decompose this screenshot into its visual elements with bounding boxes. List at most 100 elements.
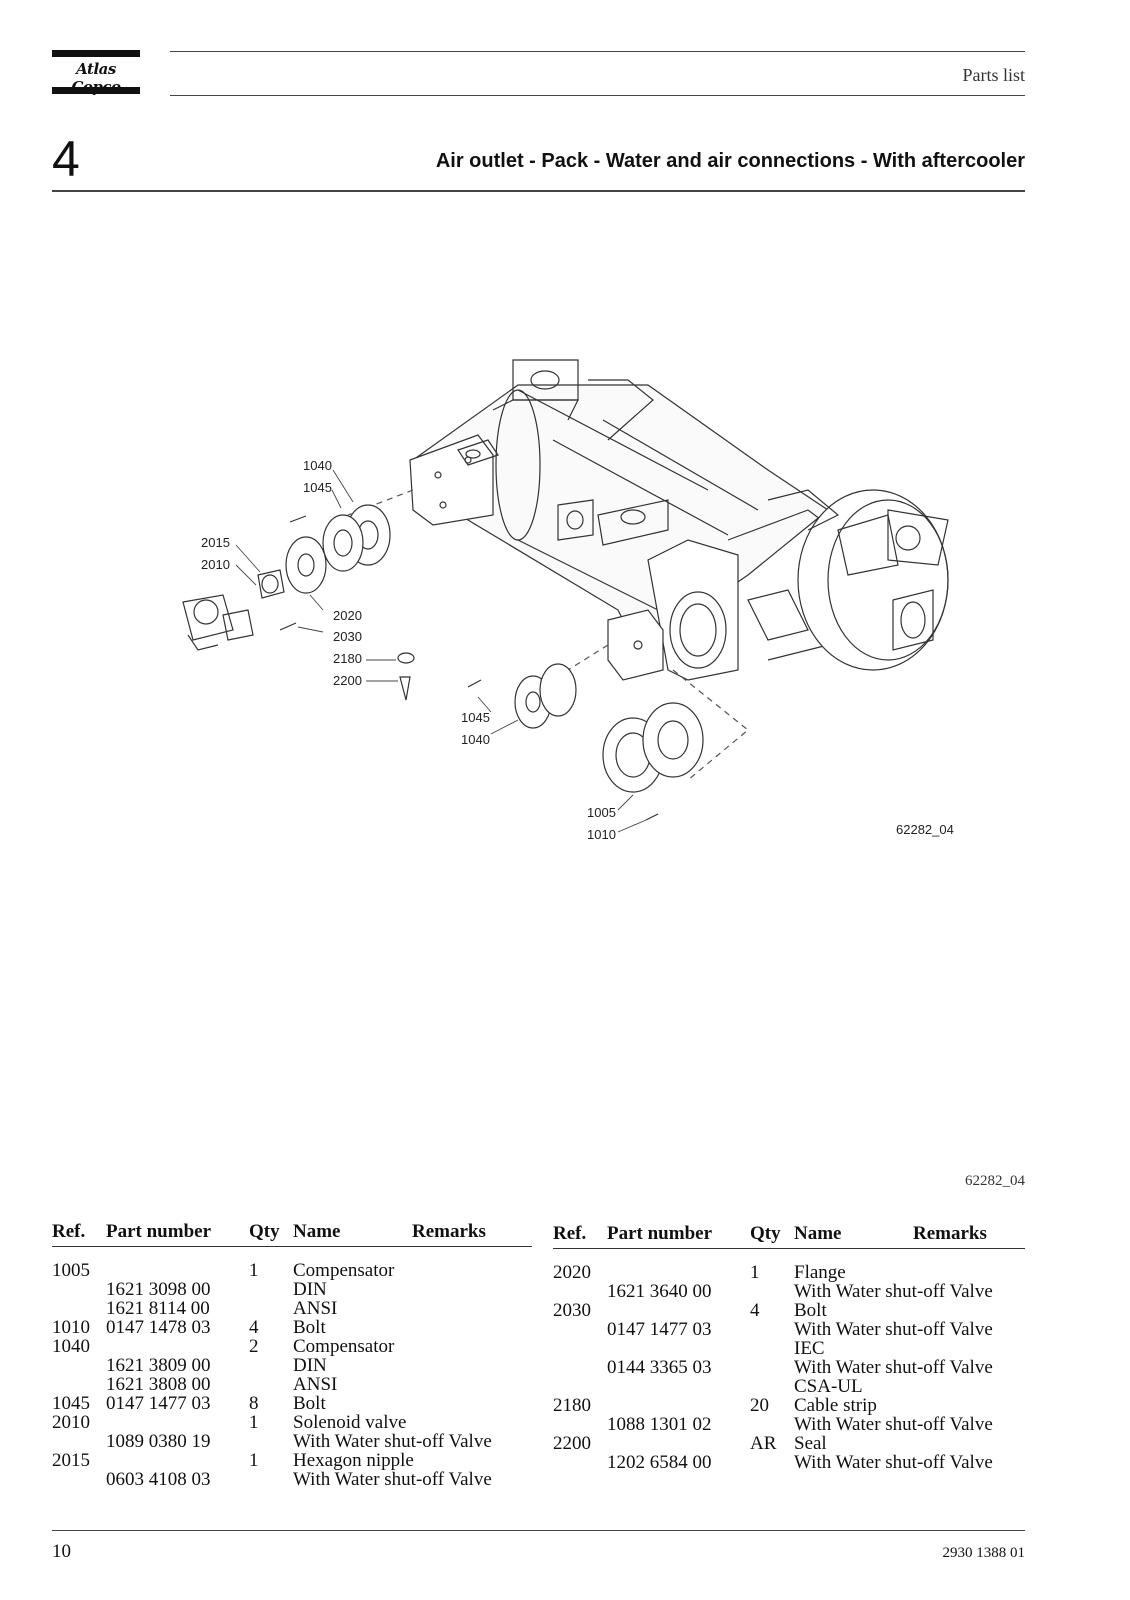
cell-name: DIN [293, 1355, 327, 1376]
table-row: 1621 8114 00 ANSI [52, 1299, 532, 1318]
cell-ref: 1045 [52, 1393, 90, 1414]
logo-bar-top [52, 50, 140, 57]
table-row: IEC [553, 1339, 1025, 1358]
cell-part-number: 1088 1301 02 [607, 1414, 712, 1435]
header-part-number: Part number [607, 1223, 713, 1244]
cell-name: Flange [794, 1262, 846, 1283]
header-ref: Ref. [553, 1223, 587, 1244]
title-rule [52, 190, 1025, 192]
table-row: 2010 1 Solenoid valve [52, 1413, 532, 1432]
compressor-element [607, 489, 949, 681]
header-remarks: Remarks [412, 1221, 486, 1242]
cell-name: DIN [293, 1279, 327, 1300]
cell-qty: AR [750, 1433, 777, 1454]
cell-name: Solenoid valve [293, 1412, 407, 1433]
callout-1040-lower: 1040 [461, 732, 490, 747]
cell-name: IEC [794, 1338, 825, 1359]
drawing-id-label: 62282_04 [896, 822, 954, 837]
section-label: Parts list [962, 65, 1025, 85]
cell-name: Hexagon nipple [293, 1450, 414, 1471]
cell-part-number: 1202 6584 00 [607, 1452, 712, 1473]
document-number: 2930 1388 01 [942, 1545, 1026, 1561]
cell-qty: 1 [249, 1260, 259, 1281]
header-part-number: Part number [106, 1221, 212, 1242]
callout-2200: 2200 [333, 673, 362, 688]
cell-qty: 1 [750, 1262, 760, 1283]
exploded-parts-drawing: 1040 1045 2015 2010 2020 2030 2180 2200 … [48, 340, 1024, 890]
cell-name: With Water shut-off Valve [794, 1414, 993, 1435]
cell-name: Seal [794, 1433, 827, 1454]
cell-ref: 1010 [52, 1317, 90, 1338]
cell-part-number: 0144 3365 03 [607, 1357, 712, 1378]
header-ref: Ref. [52, 1221, 86, 1242]
table-row: 1088 1301 02 With Water shut-off Valve [553, 1415, 1025, 1434]
cell-name: Bolt [293, 1317, 326, 1338]
cell-part-number: 1621 3098 00 [106, 1279, 211, 1300]
cell-ref: 2180 [553, 1395, 591, 1416]
header-name: Name [293, 1221, 341, 1242]
table-header: Ref. Part number Qty Name Remarks [553, 1222, 1025, 1249]
cell-part-number: 1621 3809 00 [106, 1355, 211, 1376]
header-qty: Qty [249, 1221, 280, 1242]
table-row: 2200 AR Seal [553, 1434, 1025, 1453]
parts-table-right: Ref. Part number Qty Name Remarks 2020 1 F… [553, 1222, 1025, 1472]
table-row: 1621 3808 00 ANSI [52, 1375, 532, 1394]
cell-name: ANSI [293, 1374, 338, 1395]
cell-ref: 2015 [52, 1450, 90, 1471]
header-rule-top [170, 51, 1025, 52]
header-qty: Qty [750, 1223, 781, 1244]
callout-2010: 2010 [201, 557, 230, 572]
cell-part-number: 0603 4108 03 [106, 1469, 211, 1490]
cell-name: With Water shut-off Valve [794, 1281, 993, 1302]
header-name: Name [794, 1223, 842, 1244]
table-row: 0603 4108 03 With Water shut-off Valve [52, 1470, 532, 1489]
section-number: 4 [52, 131, 80, 187]
callout-1045-lower: 1045 [461, 710, 490, 725]
cell-name: With Water shut-off Valve [794, 1319, 993, 1340]
cell-part-number: 0147 1477 03 [607, 1319, 712, 1340]
cell-qty: 1 [249, 1412, 259, 1433]
cell-name: With Water shut-off Valve [293, 1431, 492, 1452]
cell-ref: 2020 [553, 1262, 591, 1283]
callout-2015: 2015 [201, 535, 230, 550]
aftercooler-assembly [409, 359, 830, 641]
cell-qty: 8 [249, 1393, 259, 1414]
cell-name: ANSI [293, 1298, 338, 1319]
cell-part-number: 1621 8114 00 [106, 1298, 210, 1319]
figure-caption: 62282_04 [965, 1173, 1025, 1189]
cell-part-number: 0147 1477 03 [106, 1393, 211, 1414]
compensator-1005 [602, 702, 704, 793]
cell-ref: 2010 [52, 1412, 90, 1433]
cell-ref: 2200 [553, 1433, 591, 1454]
cell-part-number: 1621 3808 00 [106, 1374, 211, 1395]
cable-strip-and-seal [397, 652, 415, 701]
compensator-1040-lower [514, 663, 577, 729]
cell-qty: 2 [249, 1336, 259, 1357]
header-rule-bottom [170, 95, 1025, 96]
cell-name: Compensator [293, 1260, 395, 1281]
cell-part-number: 0147 1478 03 [106, 1317, 211, 1338]
table-row: CSA-UL [553, 1377, 1025, 1396]
table-row: 1621 3809 00 DIN [52, 1356, 532, 1375]
callout-1005: 1005 [587, 805, 616, 820]
header-remarks: Remarks [913, 1223, 987, 1244]
cell-name: Cable strip [794, 1395, 877, 1416]
cell-ref: 2030 [553, 1300, 591, 1321]
callout-1045-upper: 1045 [303, 480, 332, 495]
cell-name: Bolt [794, 1300, 827, 1321]
cell-name: With Water shut-off Valve [293, 1469, 492, 1490]
cell-name: CSA-UL [794, 1376, 863, 1397]
cell-ref: 1040 [52, 1336, 90, 1357]
